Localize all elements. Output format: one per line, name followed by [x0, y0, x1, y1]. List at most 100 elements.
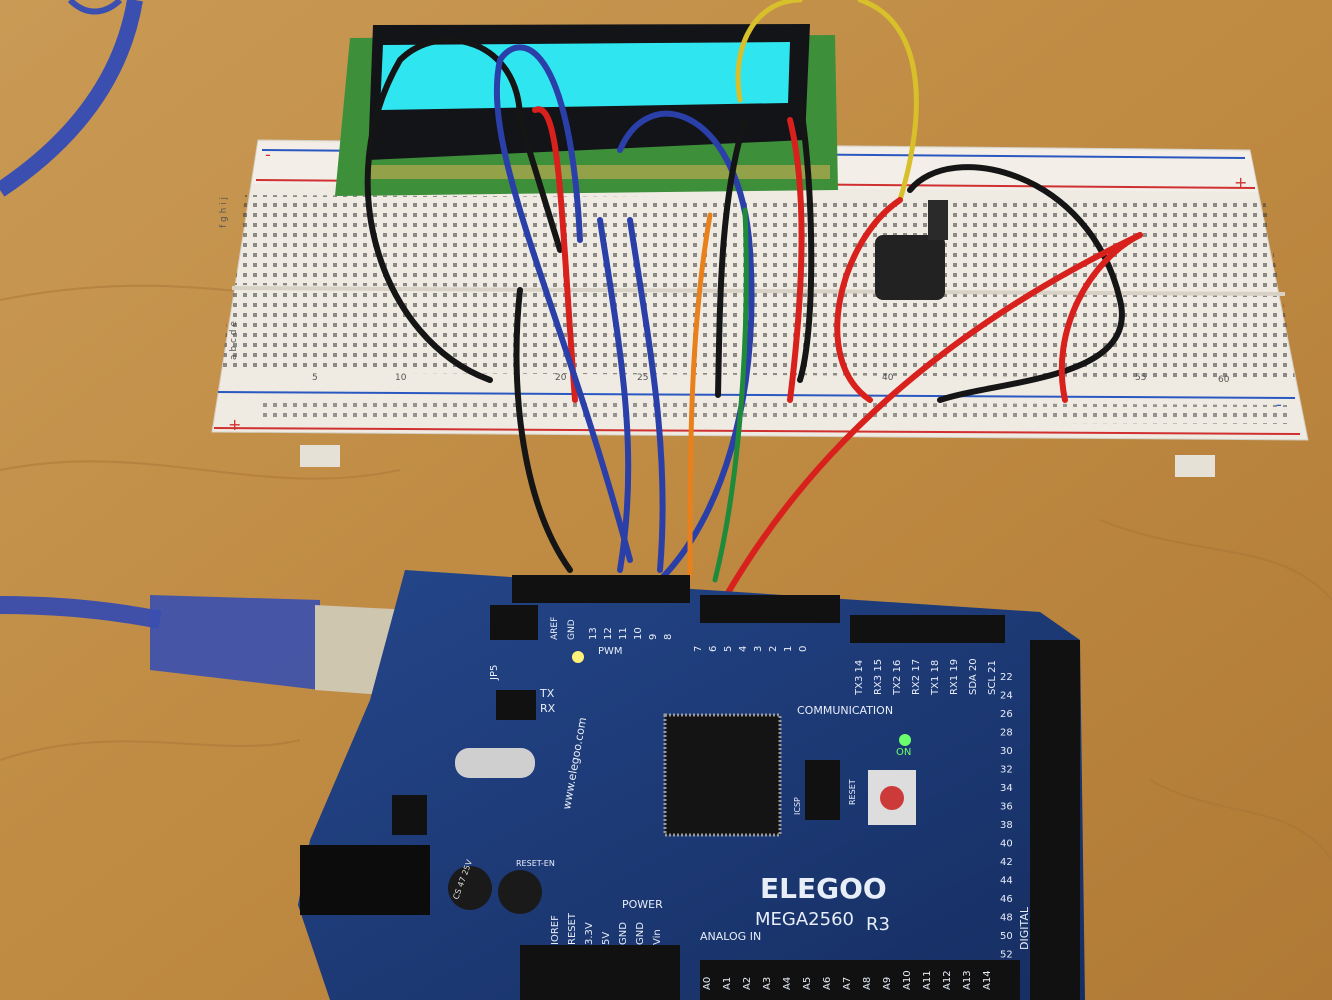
potentiometer: [875, 200, 948, 300]
digital-pin-label: 0: [798, 646, 809, 652]
column-number: 25: [637, 373, 648, 383]
rail-minus-label: -: [1276, 395, 1282, 414]
digital-header: [700, 595, 840, 623]
side-pin-label: 30: [1000, 746, 1013, 757]
side-pin-label: 48: [1000, 913, 1013, 924]
tx-label: TX: [539, 687, 555, 700]
side-pin-label: 26: [1000, 709, 1013, 720]
analog-pin-label: A0: [702, 977, 713, 990]
jp5-label: JP5: [489, 665, 500, 681]
digital-pin-label: 8: [663, 634, 674, 640]
icsp-label: ICSP: [793, 797, 802, 815]
power-jack: [300, 845, 430, 915]
capacitor: [498, 870, 542, 914]
power-pin-label: RESET: [567, 912, 578, 945]
digital-pin-label: 13: [588, 627, 599, 640]
analog-pin-label: A7: [842, 977, 853, 990]
analog-pin-label: A6: [822, 977, 833, 990]
comm-pin-label: RX1 19: [949, 659, 960, 695]
model-label: MEGA2560: [755, 909, 854, 930]
power-pin-label: 3.3V: [584, 922, 595, 945]
analog-pin-label: A13: [962, 970, 973, 990]
column-number: 40: [882, 373, 894, 383]
side-pin-label: 40: [1000, 839, 1013, 850]
digital-pin-label: 5: [723, 646, 734, 652]
digital-header: [512, 575, 690, 603]
column-number: 10: [395, 373, 407, 383]
side-pin-label: 46: [1000, 894, 1013, 905]
icsp-header-2: [805, 760, 840, 820]
side-pin-label: 52: [1000, 950, 1013, 961]
rail-minus-label: -: [265, 145, 271, 164]
column-number: 5: [312, 373, 318, 383]
comm-pin-label: SDA 20: [968, 658, 979, 695]
communication-label: COMMUNICATION: [797, 704, 893, 717]
analog-pin-label: A1: [722, 977, 733, 990]
side-pin-label: 34: [1000, 783, 1013, 794]
analog-pin-label: A5: [802, 977, 813, 990]
side-pin-label: 24: [1000, 691, 1013, 702]
comm-pin-label: TX1 18: [930, 660, 941, 696]
power-pin-label: GND: [635, 922, 646, 945]
reset-en-label: RESET-EN: [516, 859, 555, 868]
power-pin-label: IOREF: [550, 915, 561, 945]
analog-pin-label: A14: [982, 970, 993, 990]
rail-plus-label: +: [1234, 173, 1247, 192]
arduino-mega-board: ELEGOO MEGA2560 R3 www.elegoo.com COMMUN…: [298, 570, 1085, 1000]
digital-pin-label: 3: [753, 646, 764, 652]
aref-label: AREF: [550, 617, 560, 640]
power-header: [520, 945, 680, 1000]
rail-plus-label: +: [228, 415, 241, 434]
analog-pin-label: A9: [882, 977, 893, 990]
power-label: POWER: [622, 898, 663, 911]
column-number: 20: [555, 373, 567, 383]
analog-pin-label: A2: [742, 977, 753, 990]
comm-pin-label: TX2 16: [892, 660, 903, 696]
side-pin-label: 32: [1000, 765, 1013, 776]
gnd-label: GND: [567, 619, 577, 640]
column-number: 60: [1218, 375, 1230, 385]
microcontroller-chip: [663, 713, 782, 837]
side-pin-label: 50: [1000, 931, 1013, 942]
side-pin-label: 42: [1000, 857, 1013, 868]
revision-label: R3: [866, 914, 890, 935]
reset-label: RESET: [848, 779, 857, 805]
analog-pin-label: A12: [942, 970, 953, 990]
comm-pin-label: RX2 17: [911, 659, 922, 695]
digital-pin-label: 6: [708, 646, 719, 652]
comm-pin-label: RX3 15: [873, 659, 884, 695]
on-label: ON: [896, 747, 911, 758]
l-led: [572, 651, 584, 663]
digital-label: DIGITAL: [1018, 906, 1031, 950]
analog-pin-label: A10: [902, 970, 913, 990]
side-pin-label: 28: [1000, 728, 1013, 739]
icsp-header: [490, 605, 538, 640]
usb-cable-top: [0, 0, 143, 197]
rx-label: RX: [540, 702, 556, 715]
side-pin-label: 22: [1000, 672, 1013, 683]
power-pin-label: 5V: [601, 932, 612, 945]
lcd-screen: [380, 42, 790, 110]
crystal: [455, 748, 535, 778]
digital-pin-label: 11: [618, 627, 629, 640]
row-letters-bottom: a b c d e: [229, 321, 239, 360]
analog-label: ANALOG IN: [700, 930, 761, 943]
power-pin-label: GND: [618, 922, 629, 945]
digital-pin-label: 10: [633, 627, 644, 640]
side-pin-label: 44: [1000, 876, 1013, 887]
comm-header: [850, 615, 1005, 643]
power-pin-label: Vin: [652, 929, 663, 945]
pwm-label: PWM: [598, 646, 623, 657]
digital-pin-label: 4: [738, 646, 749, 652]
on-led: [899, 734, 911, 746]
digital-pin-label: 12: [603, 627, 614, 640]
analog-pin-label: A11: [922, 970, 933, 990]
comm-pin-label: SCL 21: [987, 660, 998, 695]
brand-logo: ELEGOO: [760, 872, 887, 905]
side-header: [1030, 640, 1080, 1000]
digital-pin-label: 1: [783, 646, 794, 652]
digital-pin-label: 9: [648, 634, 659, 640]
analog-pin-label: A3: [762, 977, 773, 990]
